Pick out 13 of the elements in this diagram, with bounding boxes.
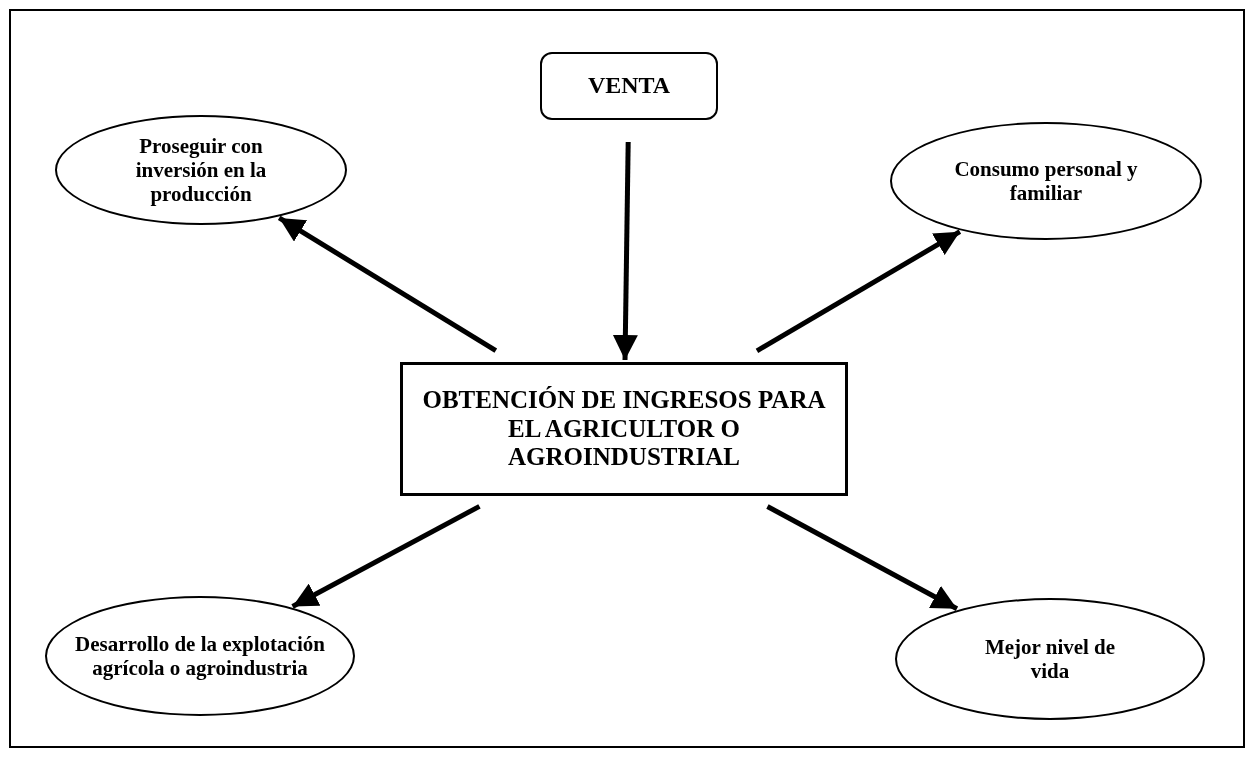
node-label: VENTA bbox=[587, 72, 671, 100]
arrow bbox=[766, 504, 959, 611]
process-box bbox=[400, 362, 848, 496]
rounded-box bbox=[540, 52, 718, 120]
node-label: Proseguir con inversión en la producción bbox=[134, 133, 268, 207]
arrow bbox=[277, 215, 498, 353]
arrow bbox=[612, 141, 638, 361]
node-label: Mejor nivel de vida bbox=[983, 634, 1117, 684]
node-label: OBTENCIÓN DE INGRESOS PARA EL AGRICULTOR O AGROINDUSTRIAL bbox=[421, 385, 827, 473]
arrow bbox=[755, 229, 962, 353]
node-label: Desarrollo de la explotación agrícola o agroindustria bbox=[75, 631, 325, 681]
arrow bbox=[291, 504, 481, 609]
node-label: Consumo personal y familiar bbox=[953, 156, 1139, 206]
